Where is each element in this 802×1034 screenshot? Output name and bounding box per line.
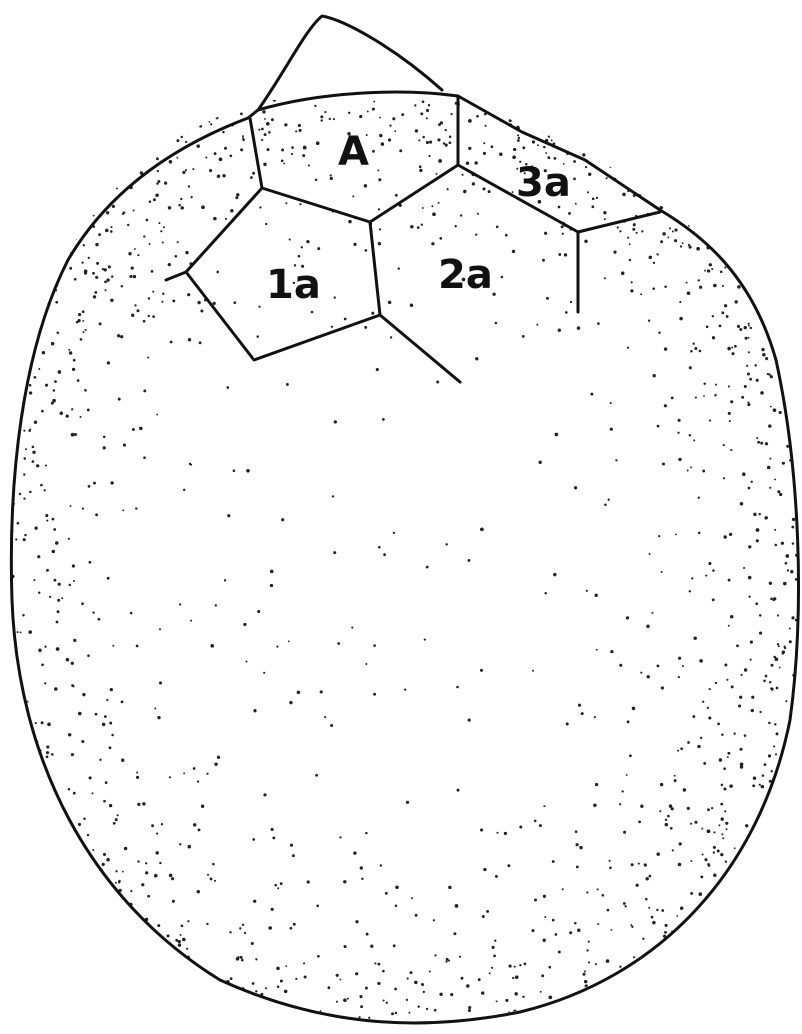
plate-2a-suture <box>380 315 460 382</box>
plate-label-1a: 1a <box>266 262 321 308</box>
stipple-texture <box>9 91 802 1033</box>
plate-label-3a: 3a <box>516 160 571 206</box>
apical-horn-outline <box>258 16 442 110</box>
plate-label-A: A <box>338 129 369 175</box>
plate-1a-stub <box>166 272 186 280</box>
plate-label-2a: 2a <box>438 252 493 298</box>
apical-margin <box>248 92 660 210</box>
